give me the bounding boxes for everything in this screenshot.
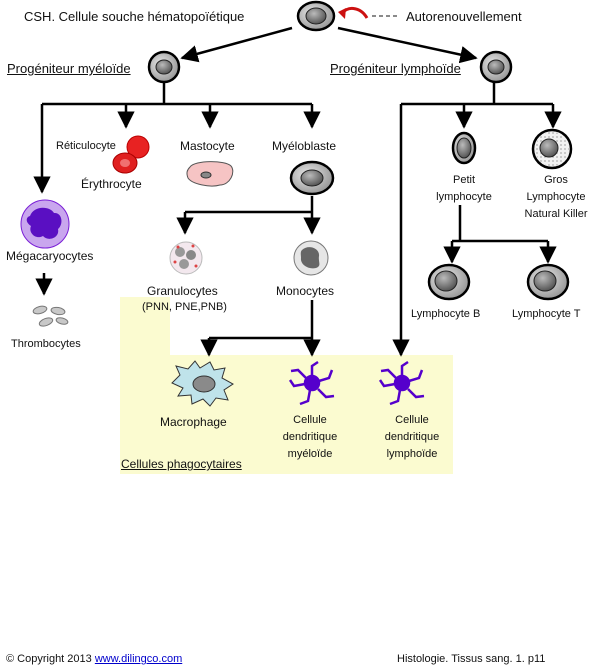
lymphocyte-b-label: Lymphocyte B [411, 308, 481, 320]
small-lymphocyte-label: Petit lymphocyte [436, 174, 492, 203]
lymphoid-dendritic-cell-icon [378, 360, 425, 406]
large-lymphocyte-icon [531, 128, 573, 170]
copyright-text: © Copyright 2013 [6, 653, 92, 665]
myeloid-dendritic-cell-icon [288, 360, 335, 406]
mastocyte-icon [186, 161, 234, 187]
megakaryocytes-label: Mégacaryocytes [6, 249, 94, 263]
footer-reference: Histologie. Tissus sang. 1. p11 [397, 653, 546, 665]
erythrocyte-icon [112, 152, 138, 174]
thrombocytes-label: Thrombocytes [11, 338, 81, 350]
lymphoid-dc-label: Cellule dendritique lymphoïde [384, 414, 440, 460]
granulocytes-label: Granulocytes [147, 284, 218, 298]
monocyte-icon [293, 240, 329, 276]
self-renewal-arrow [338, 7, 400, 19]
lymphoid-progenitor-icon [479, 50, 513, 84]
lymphocyte-b-icon [427, 263, 471, 301]
myeloid-progenitor-icon [147, 50, 181, 84]
erythrocyte-label: Érythrocyte [81, 177, 142, 191]
myeloid-dc-label: Cellule dendritique myéloïde [282, 414, 338, 460]
mastocyte-label: Mastocyte [180, 139, 235, 153]
large-lymphocyte-label: Gros Lymphocyte Natural Killer [524, 174, 588, 220]
monocytes-label: Monocytes [276, 284, 335, 298]
footer-copyright: © Copyright 2013 www.dilingco.com [6, 653, 182, 666]
megakaryocyte-icon [20, 199, 70, 249]
lymphocyte-t-icon [526, 263, 570, 301]
small-lymphocyte-icon [451, 131, 477, 165]
granulocyte-icon [169, 241, 203, 275]
myeloid-progenitor-label: Progéniteur myéloïde [7, 61, 131, 76]
thrombocytes-icon [32, 305, 69, 327]
self-renewal-label: Autorenouvellement [406, 9, 522, 24]
granulocytes-types-label: (PNN, PNE,PNB) [142, 301, 227, 313]
macrophage-icon [171, 360, 234, 407]
site-link[interactable]: www.dilingco.com [94, 653, 183, 665]
lineage-arrows [33, 26, 562, 357]
phagocytic-zone [120, 297, 453, 474]
macrophage-label: Macrophage [160, 415, 227, 429]
myeloblaste-icon [289, 160, 335, 196]
phagocytic-cells-label: Cellules phagocytaires [121, 457, 242, 471]
myeloblaste-label: Myéloblaste [272, 139, 337, 153]
lymphoid-progenitor-label: Progéniteur lymphoïde [330, 61, 461, 76]
csh-cell-icon [296, 0, 336, 32]
reticulocyte-label: Réticulocyte [56, 140, 116, 152]
lymphocyte-t-label: Lymphocyte T [512, 308, 581, 320]
csh-label: CSH. Cellule souche hématopoïétique [24, 9, 245, 24]
reticulocyte-icon [126, 135, 150, 159]
